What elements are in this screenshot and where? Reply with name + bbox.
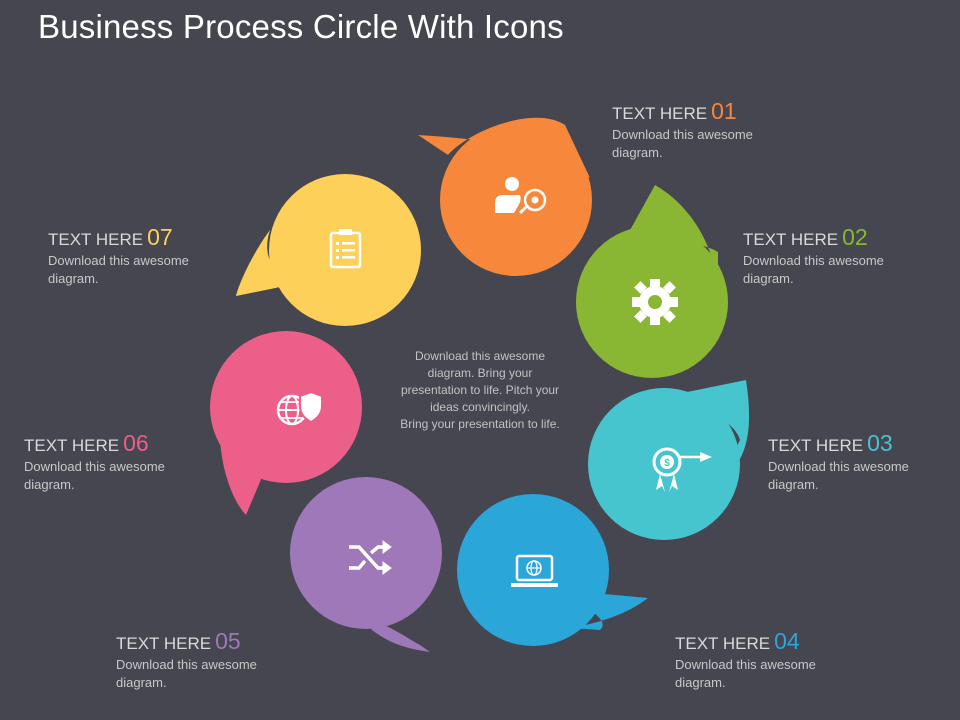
- step-description: diagram.: [48, 271, 99, 286]
- center-text-line: diagram. Bring your: [427, 366, 533, 380]
- page-title: Business Process Circle With Icons: [38, 8, 564, 45]
- step-number: 03: [867, 430, 893, 456]
- shuffle-icon: [349, 540, 392, 575]
- step-number: 02: [842, 224, 868, 250]
- step-description: diagram.: [675, 675, 726, 690]
- step-04-circle: [457, 494, 609, 646]
- step-heading: TEXT HERE: [116, 634, 212, 653]
- step-description: diagram.: [768, 477, 819, 492]
- step-description: Download this awesome: [116, 657, 257, 672]
- step-number: 01: [711, 98, 737, 124]
- svg-text:$: $: [664, 458, 670, 469]
- step-heading: TEXT HERE: [612, 104, 708, 123]
- step-description: Download this awesome: [675, 657, 816, 672]
- globe-shield-icon: [276, 390, 323, 426]
- step-heading: TEXT HERE: [24, 436, 120, 455]
- center-text-line: Bring your presentation to life.: [400, 417, 560, 431]
- step-number: 04: [774, 628, 800, 654]
- step-heading: TEXT HERE: [768, 436, 864, 455]
- step-description: Download this awesome: [48, 253, 189, 268]
- center-text-line: Download this awesome: [414, 349, 546, 363]
- step-heading: TEXT HERE: [675, 634, 771, 653]
- step-number: 07: [147, 224, 173, 250]
- step-description: Download this awesome: [743, 253, 884, 268]
- step-heading: TEXT HERE: [48, 230, 144, 249]
- step-description: Download this awesome: [768, 459, 909, 474]
- step-description: diagram.: [116, 675, 167, 690]
- step-07-shape: [236, 174, 421, 326]
- laptop-globe-icon: [511, 554, 558, 587]
- step-03-tail: [648, 380, 750, 480]
- center-text-line: ideas convincingly.: [430, 400, 530, 414]
- step-description: diagram.: [24, 477, 75, 492]
- user-location-icon: [495, 177, 547, 215]
- center-text-line: presentation to life. Pitch your: [400, 383, 560, 397]
- step-05-shape: [290, 477, 442, 652]
- gear-icon: [632, 279, 678, 325]
- dollar-target-icon: $: [652, 447, 712, 492]
- step-04-shape: [457, 494, 648, 646]
- center-description: Download this awesome diagram. Bring you…: [380, 348, 580, 433]
- step-description: Download this awesome: [612, 127, 753, 142]
- step-description: Download this awesome: [24, 459, 165, 474]
- step-number: 05: [215, 628, 241, 654]
- step-description: diagram.: [612, 145, 663, 160]
- clipboard-icon: [329, 229, 362, 269]
- step-heading: TEXT HERE: [743, 230, 839, 249]
- step-description: diagram.: [743, 271, 794, 286]
- step-number: 06: [123, 430, 149, 456]
